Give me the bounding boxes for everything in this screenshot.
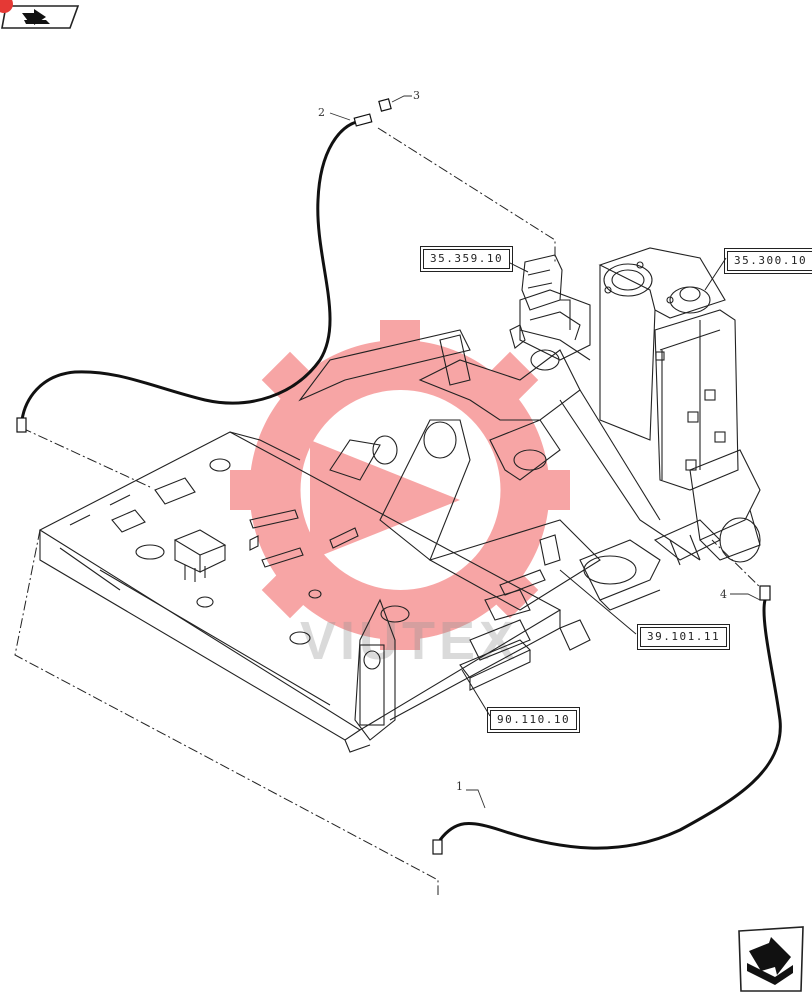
callout-35-359-10[interactable]: 35.359.10 (419, 246, 514, 272)
platform-slots (111, 458, 410, 645)
page-badge-icon (0, 0, 16, 16)
boom-arm (418, 329, 701, 561)
swing-frame (539, 449, 761, 651)
control-valve (509, 254, 591, 371)
item-number-2: 2 (318, 106, 325, 119)
item-number-3: 3 (413, 89, 420, 102)
hydraulic-tank (598, 247, 739, 491)
valve-block (173, 529, 227, 582)
callout-90-110-10[interactable]: 90.110.10 (486, 707, 581, 733)
chassis-frame (38, 431, 562, 753)
hose-lower (438, 599, 782, 850)
frame-rails (298, 329, 601, 741)
watermark-logo-icon (230, 320, 570, 650)
hose-upper (20, 119, 361, 421)
callout-35-300-10[interactable]: 35.300.10 (723, 248, 812, 274)
next-page-arrow-icon[interactable] (735, 925, 807, 995)
callout-39-101-11[interactable]: 39.101.11 (636, 624, 731, 650)
item-number-4: 4 (720, 588, 727, 601)
previous-page-arrow-icon[interactable] (0, 0, 82, 34)
item-number-1: 1 (456, 780, 463, 793)
watermark-text: VIUTEX (300, 611, 520, 671)
